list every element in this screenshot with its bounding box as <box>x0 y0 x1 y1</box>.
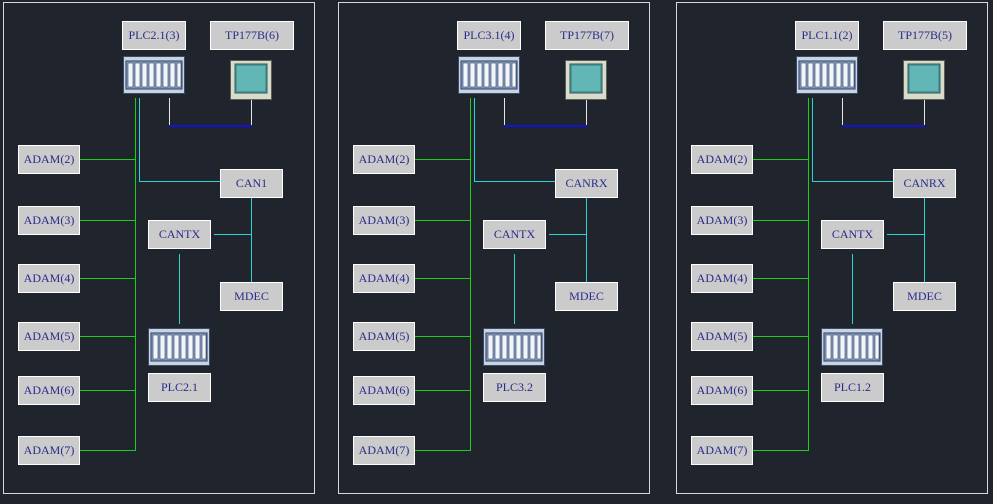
adam-branch-3 <box>415 278 471 279</box>
adam-branch-2 <box>415 220 471 221</box>
cantx-link <box>214 234 252 235</box>
network-panel-1: PLC2.1(3) TP177B(6) CAN1 CANTX MDEC <box>3 2 315 494</box>
tp-panel-label: TP177B(6) <box>210 21 294 50</box>
plc-main-label: PLC2.1(3) <box>122 21 186 50</box>
adam-box-5: ADAM(6) <box>18 376 80 405</box>
adam-box-1: ADAM(2) <box>18 145 80 174</box>
adam-box-5: ADAM(6) <box>691 376 753 405</box>
plc-main-label: PLC1.1(2) <box>795 21 859 50</box>
plc-main-label: PLC3.1(4) <box>457 21 521 50</box>
adam-box-4: ADAM(5) <box>691 322 753 351</box>
plc-sub-label: PLC3.2 <box>483 373 546 402</box>
adam-bus <box>808 98 809 451</box>
adam-branch-6 <box>80 450 136 451</box>
adam-branch-5 <box>753 390 809 391</box>
plc-sub-label: PLC1.2 <box>821 373 884 402</box>
adam-box-3: ADAM(4) <box>691 264 753 293</box>
cantx-box: CANTX <box>821 220 884 249</box>
adam-box-3: ADAM(4) <box>353 264 415 293</box>
hmi-drop-line <box>586 100 587 126</box>
can-upper-box: CAN1 <box>220 169 283 198</box>
adam-bus <box>470 98 471 451</box>
adam-box-6: ADAM(7) <box>691 436 753 465</box>
adam-box-3: ADAM(4) <box>18 264 80 293</box>
tp-panel-label: TP177B(5) <box>883 21 967 50</box>
can-upper-box: CANRX <box>555 169 618 198</box>
plc-main-icon <box>123 56 185 94</box>
can-drop-line <box>474 98 475 182</box>
cantx-plc-sub-link <box>852 254 853 324</box>
adam-branch-1 <box>415 159 471 160</box>
plc-hmi-link <box>169 125 252 127</box>
adam-box-1: ADAM(2) <box>691 145 753 174</box>
can-vertical-link <box>251 198 252 282</box>
can-upper-link <box>139 181 220 182</box>
cantx-box: CANTX <box>483 220 546 249</box>
adam-branch-1 <box>80 159 136 160</box>
hmi-touch-panel-icon <box>230 60 272 100</box>
adam-box-6: ADAM(7) <box>353 436 415 465</box>
cantx-link <box>549 234 587 235</box>
adam-box-6: ADAM(7) <box>18 436 80 465</box>
adam-box-4: ADAM(5) <box>18 322 80 351</box>
adam-branch-4 <box>753 336 809 337</box>
adam-branch-4 <box>415 336 471 337</box>
adam-branch-1 <box>753 159 809 160</box>
cantx-link <box>887 234 925 235</box>
mdec-box: MDEC <box>555 282 618 311</box>
hmi-drop-line <box>924 100 925 126</box>
plc-hmi-link <box>504 125 587 127</box>
can-upper-link <box>474 181 555 182</box>
cantx-plc-sub-link <box>514 254 515 324</box>
network-panel-3: PLC1.1(2) TP177B(5) CANRX CANTX MDEC <box>676 2 988 494</box>
tp-panel-label: TP177B(7) <box>545 21 629 50</box>
adam-branch-4 <box>80 336 136 337</box>
adam-branch-2 <box>80 220 136 221</box>
adam-branch-2 <box>753 220 809 221</box>
adam-branch-5 <box>80 390 136 391</box>
cantx-plc-sub-link <box>179 254 180 324</box>
adam-box-5: ADAM(6) <box>353 376 415 405</box>
can-drop-line <box>812 98 813 182</box>
hmi-touch-panel-icon <box>903 60 945 100</box>
adam-branch-5 <box>415 390 471 391</box>
adam-box-2: ADAM(3) <box>353 206 415 235</box>
can-drop-line <box>139 98 140 182</box>
plc-main-icon <box>458 56 520 94</box>
plc-hmi-link <box>842 125 925 127</box>
plc-sub-label: PLC2.1 <box>148 373 211 402</box>
adam-branch-6 <box>753 450 809 451</box>
cantx-box: CANTX <box>148 220 211 249</box>
plc-sub-icon <box>821 328 883 366</box>
adam-box-2: ADAM(3) <box>18 206 80 235</box>
can-vertical-link <box>586 198 587 282</box>
plc-drop-line <box>842 98 843 126</box>
plc-main-icon <box>796 56 858 94</box>
hmi-drop-line <box>251 100 252 126</box>
hmi-touch-panel-icon <box>565 60 607 100</box>
adam-branch-3 <box>753 278 809 279</box>
adam-box-1: ADAM(2) <box>353 145 415 174</box>
mdec-box: MDEC <box>220 282 283 311</box>
mdec-box: MDEC <box>893 282 956 311</box>
adam-box-4: ADAM(5) <box>353 322 415 351</box>
plc-drop-line <box>504 98 505 126</box>
plc-drop-line <box>169 98 170 126</box>
plc-sub-icon <box>148 328 210 366</box>
can-vertical-link <box>924 198 925 282</box>
can-upper-link <box>812 181 893 182</box>
adam-branch-3 <box>80 278 136 279</box>
can-upper-box: CANRX <box>893 169 956 198</box>
network-panel-2: PLC3.1(4) TP177B(7) CANRX CANTX MDEC <box>338 2 650 494</box>
adam-box-2: ADAM(3) <box>691 206 753 235</box>
adam-bus <box>135 98 136 451</box>
plc-sub-icon <box>483 328 545 366</box>
adam-branch-6 <box>415 450 471 451</box>
